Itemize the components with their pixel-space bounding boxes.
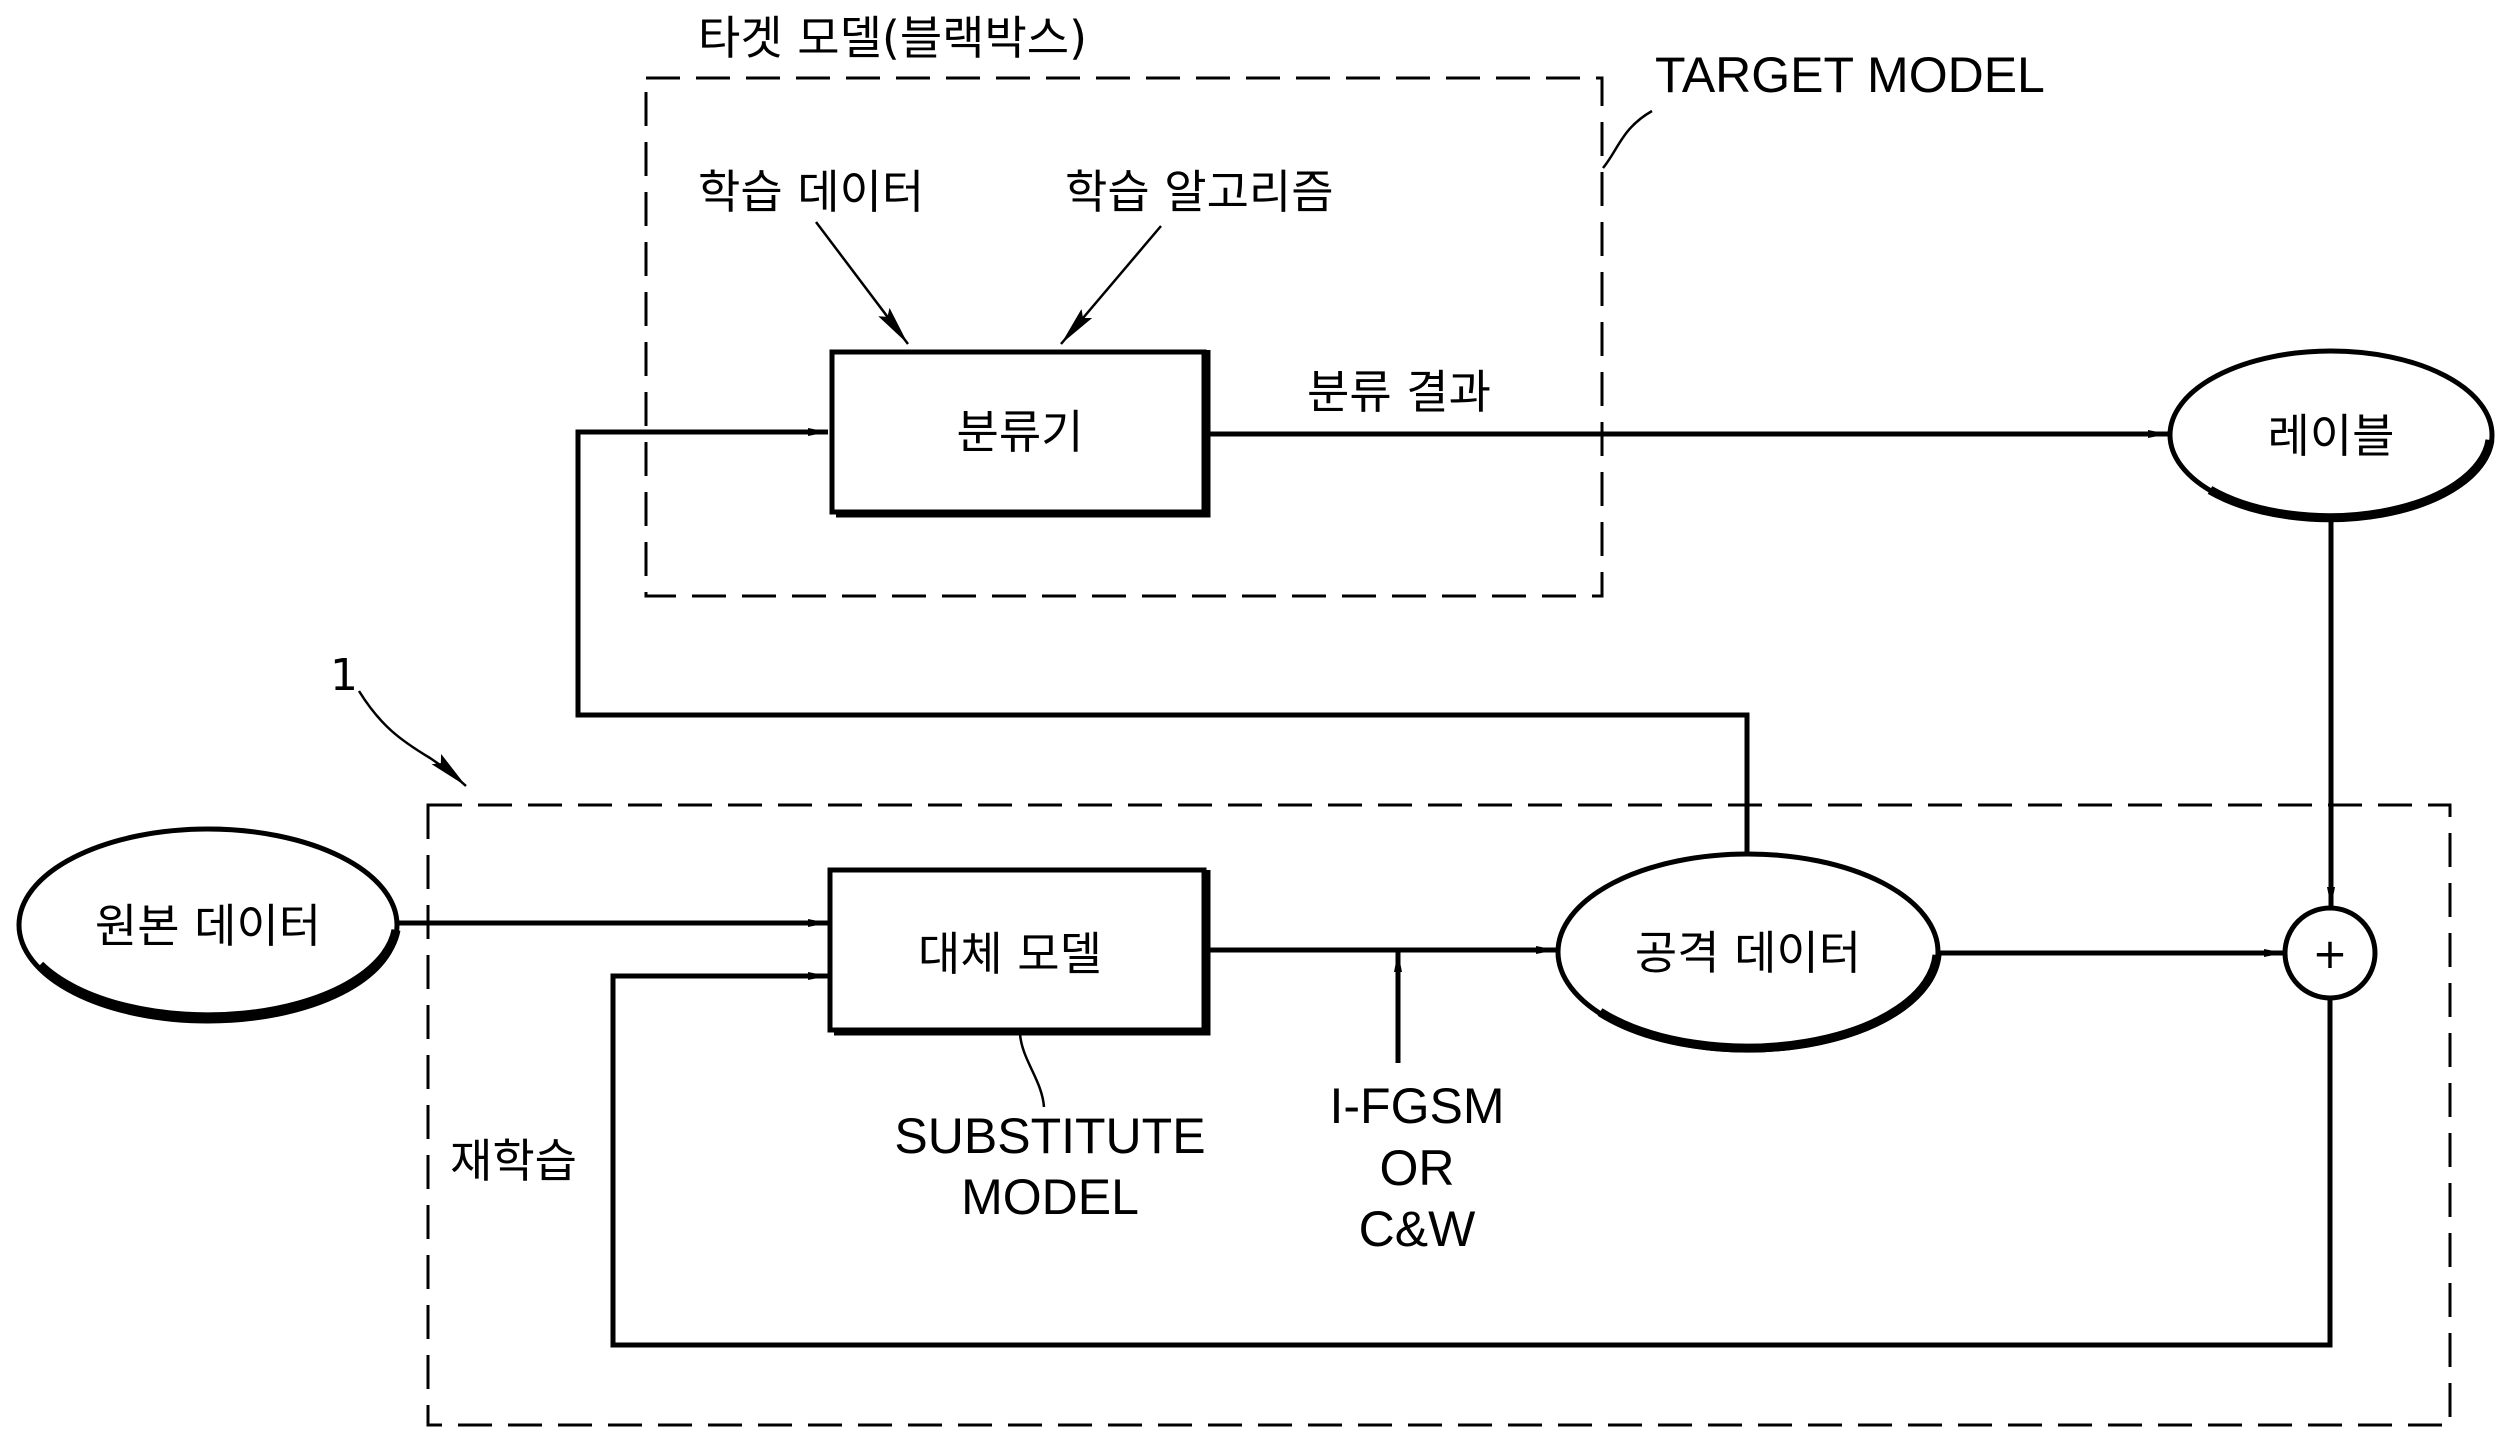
adversarial-data-node: 공격 데이터 bbox=[1555, 851, 1942, 1053]
retrain-loop-path bbox=[610, 972, 2333, 1348]
original-data-node: 원본 데이터 bbox=[16, 826, 401, 1024]
target-model-leader-line bbox=[1602, 109, 1653, 169]
classifier-box: 분류기 bbox=[829, 349, 1211, 518]
training-algorithm-label: 학습 알고리즘 bbox=[1065, 165, 1334, 219]
target-model-tag: TARGET MODEL bbox=[1655, 47, 2045, 103]
combine-symbol: + bbox=[2312, 929, 2347, 978]
label-node-text: 레이블 bbox=[2268, 409, 2395, 463]
substitute-model-leader-line bbox=[1018, 1033, 1046, 1108]
combine-node: + bbox=[2282, 905, 2378, 1001]
original-data-text: 원본 데이터 bbox=[95, 899, 321, 953]
attack-apparatus-boundary bbox=[426, 803, 2452, 1427]
attack-method-line3: C&W bbox=[1359, 1201, 1476, 1257]
training-data-label: 학습 데이터 bbox=[698, 165, 924, 219]
training-algorithm-arrow bbox=[1060, 225, 1162, 345]
label-node: 레이블 bbox=[2167, 348, 2495, 523]
substitute-model-label: 대체 모델 bbox=[918, 927, 1102, 981]
substitute-model-tag-line1: SUBSTITUTE bbox=[894, 1108, 1205, 1164]
substitute-model-tag-line2: MODEL bbox=[961, 1169, 1139, 1225]
training-data-arrow bbox=[815, 221, 909, 345]
attack-method-line1: I-FGSM bbox=[1330, 1078, 1505, 1134]
reference-numeral: 1 bbox=[330, 650, 358, 701]
retrain-label: 재학습 bbox=[450, 1134, 577, 1188]
attack-method-line2: OR bbox=[1380, 1140, 1455, 1196]
substitute-model-box: 대체 모델 bbox=[827, 867, 1211, 1036]
classifier-label: 분류기 bbox=[957, 405, 1084, 459]
query-target-model-path bbox=[575, 428, 1750, 855]
classification-result-label: 분류 결과 bbox=[1307, 365, 1491, 419]
target-model-title: 타겟 모델(블랙박스) bbox=[698, 11, 1087, 65]
adversarial-data-text: 공격 데이터 bbox=[1635, 926, 1861, 980]
target-model-boundary bbox=[644, 76, 1604, 598]
reference-leader-arrow bbox=[357, 690, 467, 787]
